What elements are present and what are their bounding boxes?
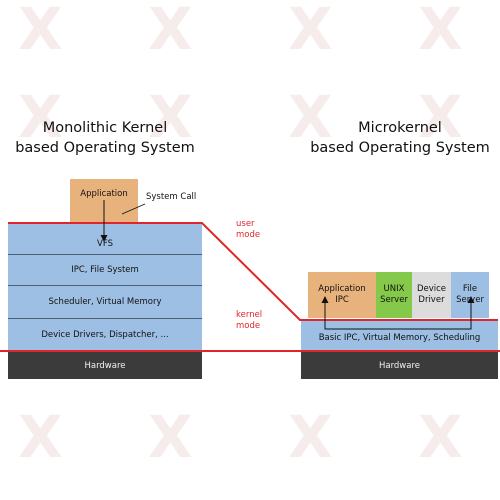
- user-mode-line2: mode: [236, 230, 261, 240]
- watermark-icon: X: [148, 0, 193, 63]
- ipc-bracket-arrowhead-left: [321, 296, 329, 303]
- layer-ipc-label: IPC, File System: [71, 265, 139, 275]
- server-application-ipc-line1: Application: [318, 284, 366, 294]
- monolithic-title: Monolithic Kernel based Operating System: [0, 118, 210, 158]
- server-application-ipc: Application IPC: [308, 272, 376, 318]
- server-unix: UNIX Server: [376, 272, 412, 318]
- watermark-icon: X: [148, 83, 193, 151]
- watermark-icon: X: [418, 403, 463, 471]
- server-device-driver: Device Driver: [412, 272, 451, 318]
- microkernel-title-line2: based Operating System: [310, 140, 490, 156]
- server-unix-line2: Server: [380, 295, 408, 305]
- user-mode-line1: user: [236, 219, 255, 229]
- server-device-driver-line1: Device: [416, 284, 447, 294]
- watermark-icon: X: [18, 0, 63, 63]
- layer-scheduler-label: Scheduler, Virtual Memory: [48, 297, 162, 307]
- layer-divider: [8, 254, 202, 255]
- layer-device-drivers: Device Drivers, Dispatcher, ...: [8, 319, 202, 350]
- microkernel-title-line1: Microkernel: [358, 120, 442, 136]
- system-call-label: System Call: [146, 192, 197, 202]
- watermark-icon: X: [288, 0, 333, 63]
- kernel-mode-label: kernel mode: [236, 310, 262, 332]
- watermark-icon: X: [148, 403, 193, 471]
- monolithic-hardware: Hardware: [8, 352, 202, 379]
- monolithic-kernel-block: [8, 224, 202, 350]
- user-mode-label: user mode: [236, 219, 260, 241]
- system-call-pointer: [121, 203, 146, 215]
- layer-vfs: VFS: [8, 226, 202, 254]
- microkernel-hardware-label: Hardware: [378, 360, 421, 371]
- server-unix-line1: UNIX: [383, 284, 405, 294]
- monolithic-title-line2: based Operating System: [15, 140, 195, 156]
- layer-vfs-label: VFS: [97, 239, 113, 249]
- monolithic-application-label: Application: [80, 189, 128, 199]
- watermark-icon: X: [18, 83, 63, 151]
- layer-scheduler: Scheduler, Virtual Memory: [8, 286, 202, 318]
- app-to-vfs-arrowhead: [100, 235, 108, 242]
- layer-divider: [8, 285, 202, 286]
- microkernel-kernel-label: Basic IPC, Virtual Memory, Scheduling: [318, 333, 481, 343]
- microkernel-hardware: Hardware: [301, 352, 498, 379]
- ipc-bracket-line: [324, 300, 472, 330]
- watermark-icon: X: [288, 403, 333, 471]
- ipc-bracket-arrowhead-right: [467, 296, 475, 303]
- watermark-icon: X: [418, 0, 463, 63]
- watermark-icon: X: [18, 403, 63, 471]
- kernel-mode-line1: kernel: [236, 310, 263, 320]
- microkernel-title: Microkernel based Operating System: [305, 118, 495, 158]
- watermark-icon: X: [418, 83, 463, 151]
- layer-device-drivers-label: Device Drivers, Dispatcher, ...: [41, 329, 169, 340]
- layer-ipc-file-system: IPC, File System: [8, 255, 202, 285]
- user-kernel-boundary-line: [8, 222, 498, 321]
- server-device-driver-line2: Driver: [418, 295, 445, 305]
- microkernel-kernel-layer: Basic IPC, Virtual Memory, Scheduling: [301, 320, 498, 350]
- monolithic-hardware-label: Hardware: [84, 360, 126, 371]
- watermark-icon: X: [288, 83, 333, 151]
- server-file-line1: File: [462, 284, 478, 294]
- kernel-mode-line2: mode: [236, 321, 261, 331]
- server-application-ipc-line2: IPC: [335, 295, 349, 305]
- layer-divider: [8, 318, 202, 319]
- monolithic-title-line1: Monolithic Kernel: [42, 120, 168, 136]
